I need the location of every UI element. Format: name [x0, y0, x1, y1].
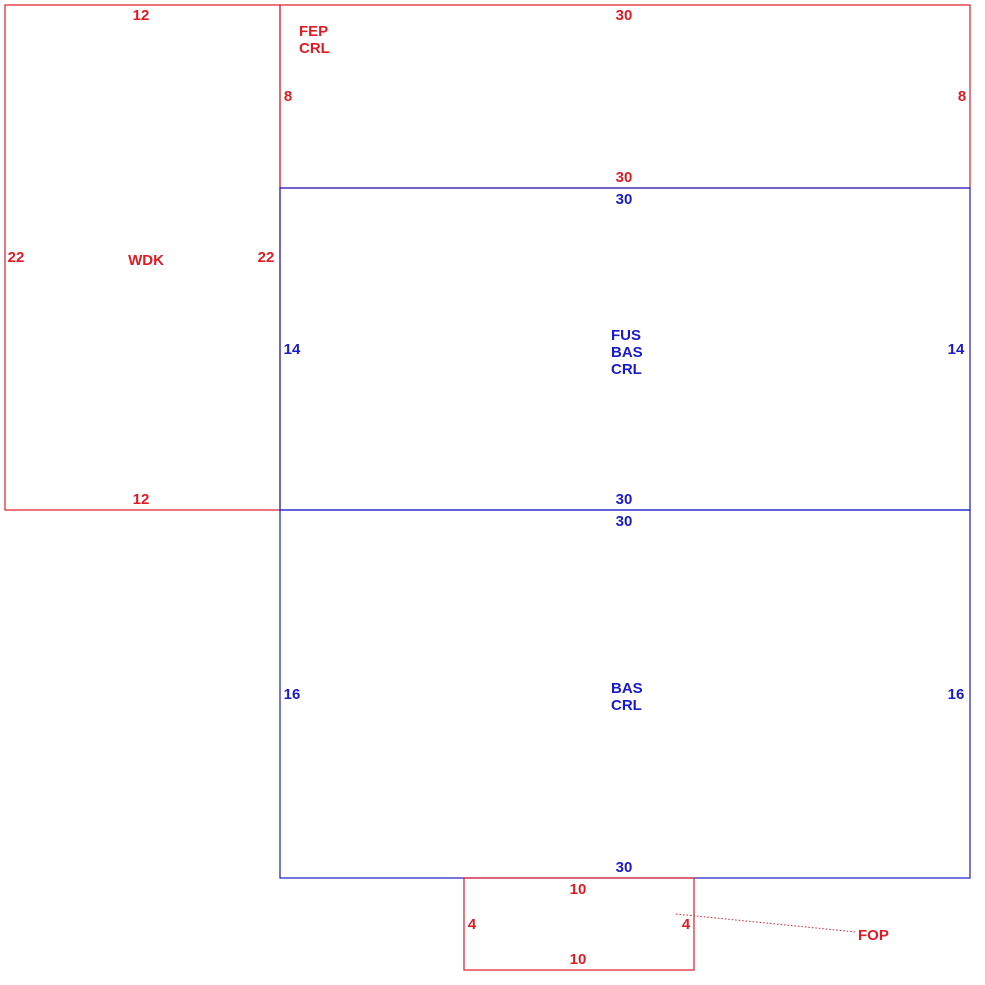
bas-dim-bottom: 30 — [616, 859, 633, 876]
area-fep-outline — [279, 4, 971, 189]
fus-dim-top: 30 — [616, 191, 633, 208]
fop-label-line: FOP — [858, 927, 889, 944]
area-wdk[interactable]: 12 12 22 22 WDK — [4, 4, 281, 511]
fus-dim-bottom: 30 — [616, 491, 633, 508]
bas-label-line: BAS — [611, 680, 643, 697]
fop-dim-right: 4 — [682, 916, 691, 933]
fus-dim-right: 14 — [948, 341, 965, 358]
area-fus[interactable]: 30 30 14 14 FUS BAS CRL — [279, 187, 971, 511]
bas-dim-right: 16 — [948, 686, 965, 703]
wdk-dim-left: 22 — [8, 249, 25, 266]
wdk-dim-top: 12 — [133, 7, 150, 24]
fep-label: FEP CRL — [299, 23, 332, 57]
fep-dim-left: 8 — [284, 88, 292, 105]
area-fop-outline — [463, 877, 695, 971]
fep-label-line: FEP — [299, 23, 328, 40]
fop-dim-top: 10 — [570, 881, 587, 898]
fep-label-line: CRL — [299, 40, 330, 57]
wdk-label: WDK — [128, 252, 164, 269]
fep-dim-top: 30 — [616, 7, 633, 24]
wdk-dim-bottom: 12 — [133, 491, 150, 508]
fop-dim-bottom: 10 — [570, 951, 587, 968]
fus-label-line: CRL — [611, 361, 642, 378]
fop-label: FOP — [858, 927, 889, 944]
fus-label: FUS BAS CRL — [611, 327, 647, 378]
wdk-label-line: WDK — [128, 252, 164, 269]
wdk-dim-right: 22 — [258, 249, 275, 266]
fus-label-line: BAS — [611, 344, 643, 361]
fop-dim-left: 4 — [468, 916, 477, 933]
area-bas[interactable]: 30 30 16 16 BAS CRL — [279, 509, 971, 879]
fus-label-line: FUS — [611, 327, 641, 344]
bas-dim-left: 16 — [284, 686, 301, 703]
fep-dim-bottom: 30 — [616, 169, 633, 186]
fus-dim-left: 14 — [284, 341, 301, 358]
bas-label: BAS CRL — [611, 680, 647, 714]
fop-leader-line — [675, 913, 857, 933]
fep-dim-right: 8 — [958, 88, 966, 105]
bas-label-line: CRL — [611, 697, 642, 714]
area-fep[interactable]: 30 30 8 8 FEP CRL — [279, 4, 971, 189]
bas-dim-top: 30 — [616, 513, 633, 530]
area-fop[interactable]: 10 10 4 4 FOP — [463, 877, 889, 971]
